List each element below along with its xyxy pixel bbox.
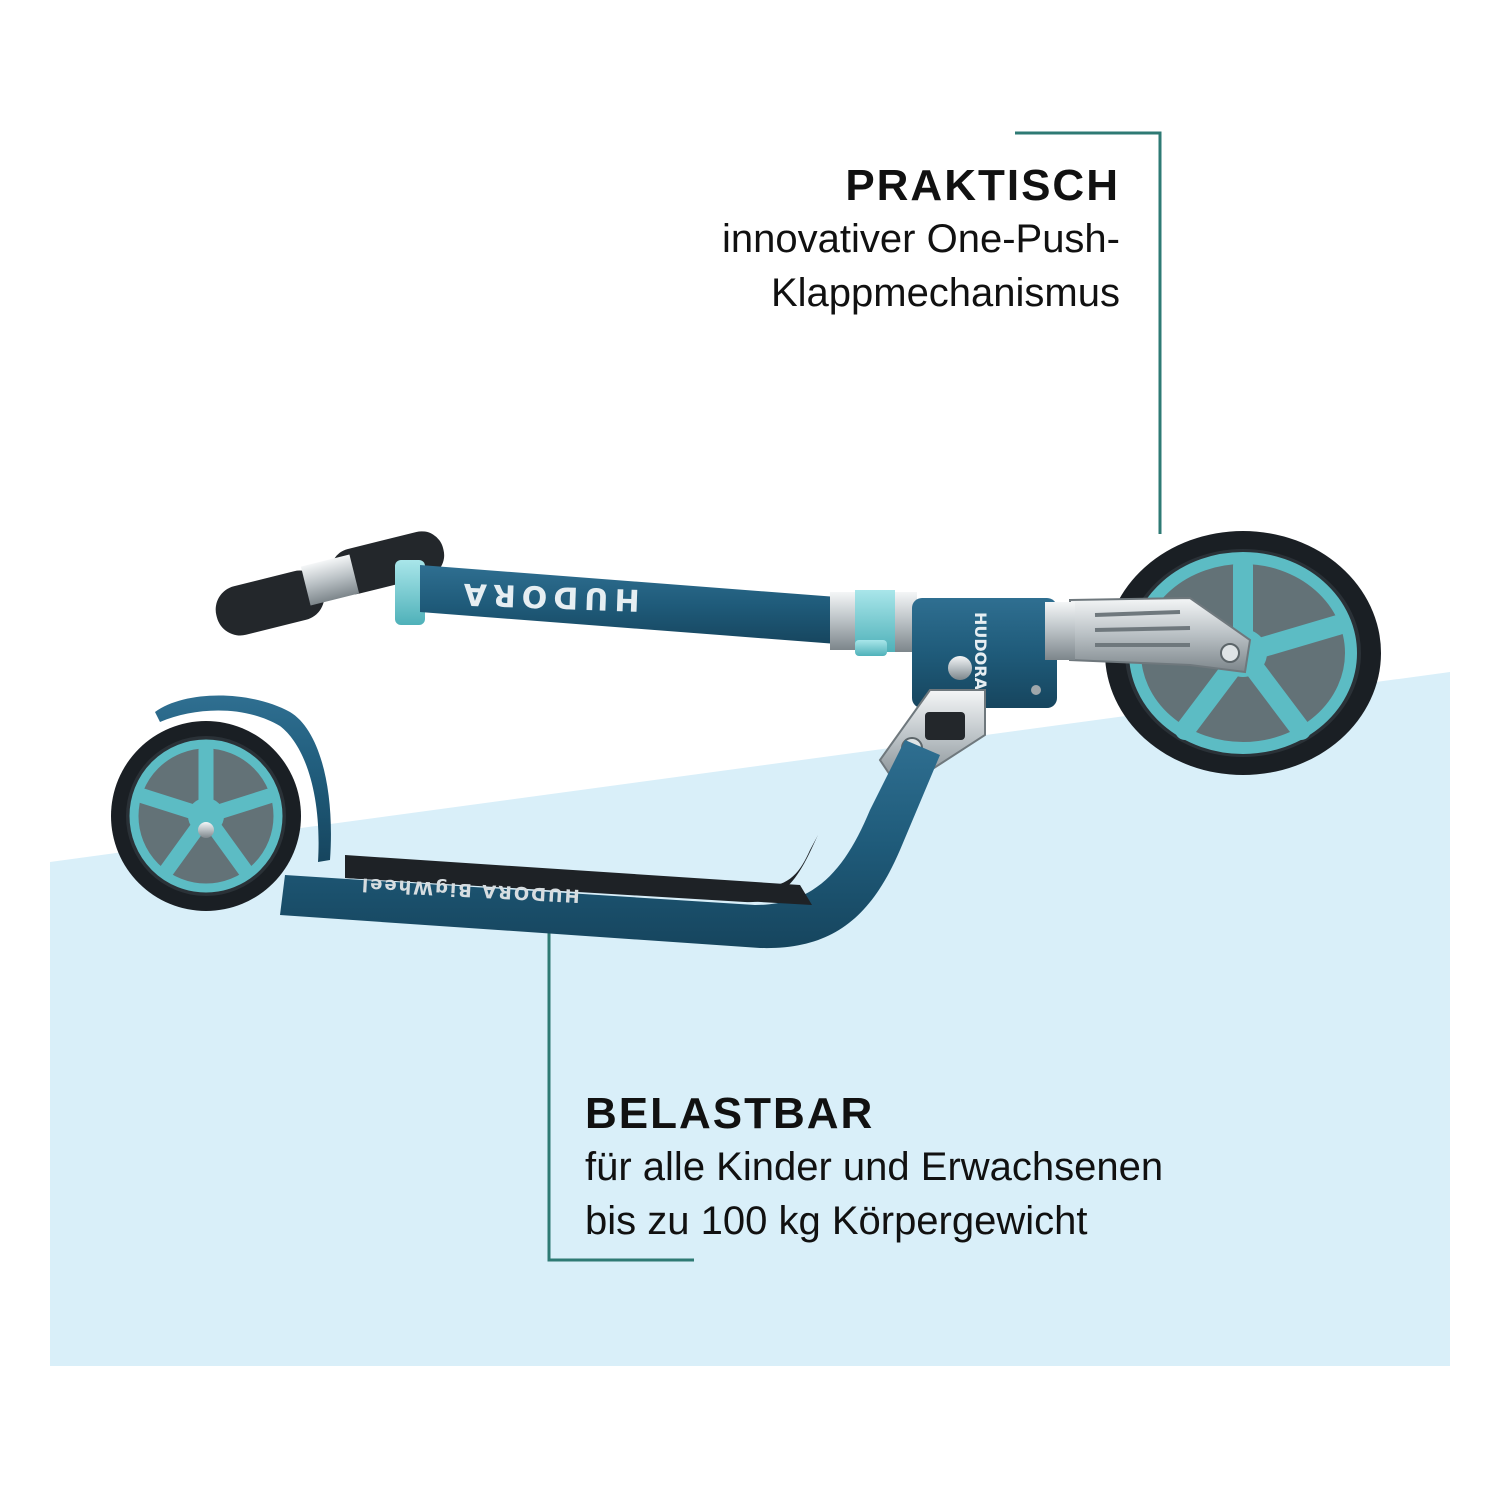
floor-background — [50, 672, 1450, 1366]
front-fork — [1069, 596, 1252, 674]
callout-heading: BELASTBAR — [585, 1089, 875, 1138]
top-leader-line — [1015, 131, 1162, 534]
svg-text:HUDORA: HUDORA — [971, 612, 990, 691]
feature-callout-praktisch: PRAKTISCH innovativer One-Push- Klappmec… — [722, 160, 1120, 320]
callout-text-line: für alle Kinder und Erwachsenen — [585, 1145, 1164, 1189]
feature-callout-belastbar: BELASTBAR für alle Kinder und Erwachsene… — [585, 1088, 1163, 1248]
callout-text-line: innovativer One-Push- — [722, 217, 1120, 261]
bottom-leader-line — [547, 930, 694, 1262]
svg-text:HUDORA: HUDORA — [457, 576, 640, 617]
steering-tube: HUDORA HUDORA — [215, 531, 1075, 708]
callout-text-line: Klappmechanismus — [770, 271, 1120, 315]
rear-fender — [155, 695, 331, 862]
callout-text-line: bis zu 100 kg Körpergewicht — [585, 1199, 1088, 1243]
rear-wheel — [111, 721, 301, 911]
callout-heading: PRAKTISCH — [845, 161, 1120, 210]
scooter-deck — [280, 740, 940, 949]
